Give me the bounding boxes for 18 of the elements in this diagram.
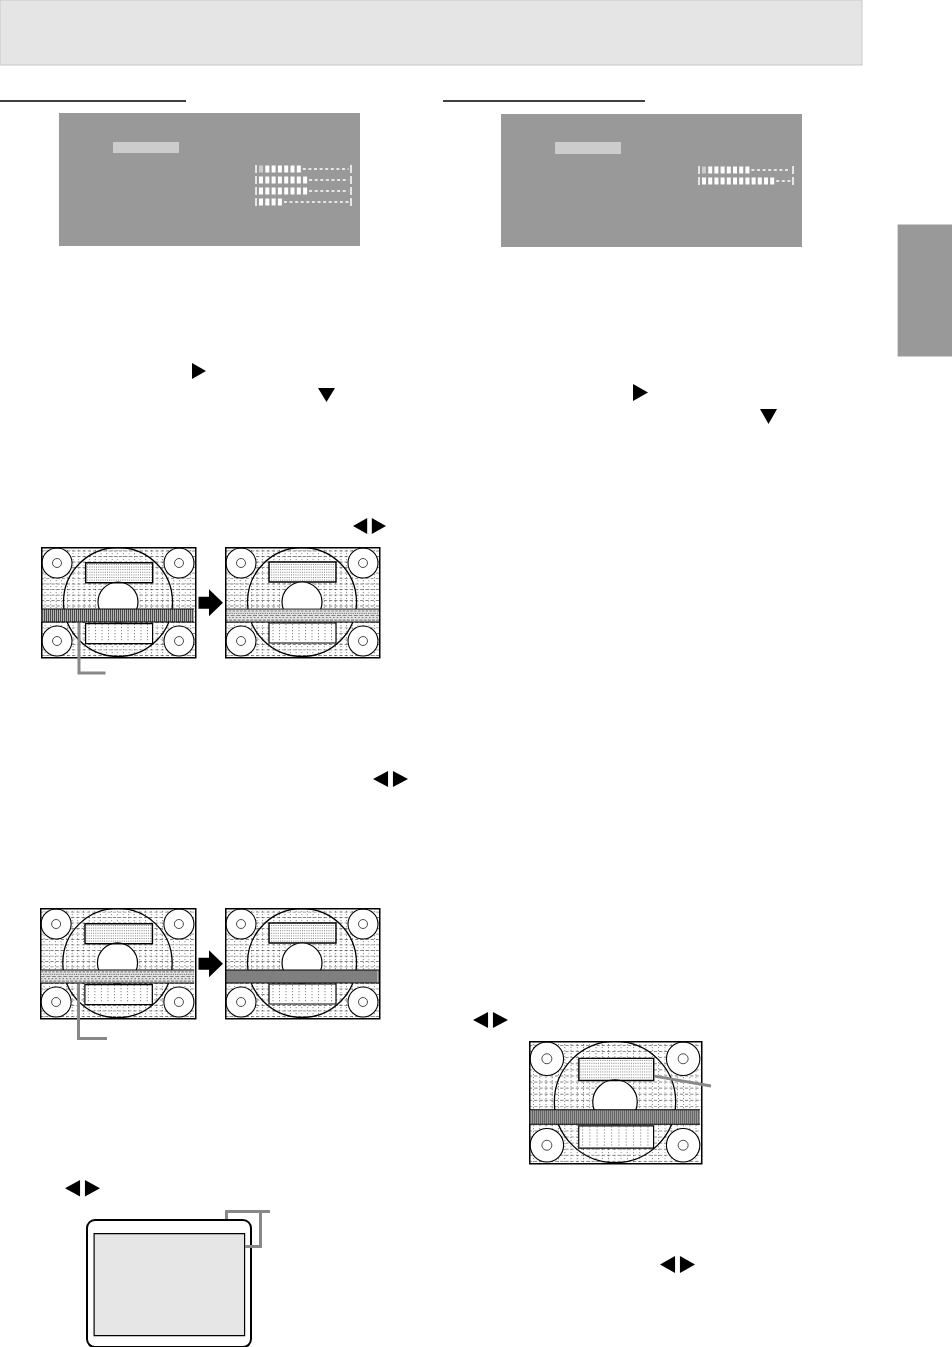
test-pattern <box>225 908 381 1020</box>
pattern-rectangle <box>84 984 153 1006</box>
leader-line <box>245 1210 270 1248</box>
pattern-rectangle <box>85 623 154 645</box>
screen-area <box>93 1233 246 1337</box>
leader-line <box>77 622 106 675</box>
striped-band <box>41 608 195 623</box>
leader-line <box>77 983 107 1040</box>
striped-band <box>529 1109 701 1125</box>
test-pattern <box>225 547 381 659</box>
pattern-rectangle <box>84 923 154 945</box>
leader-line <box>654 1074 712 1088</box>
noise-band <box>40 969 195 984</box>
pattern-rectangle <box>85 562 154 584</box>
side-tab <box>897 224 952 357</box>
monitor-frame <box>86 1219 252 1347</box>
pattern-rectangle <box>578 1125 655 1149</box>
pattern-rectangle <box>578 1057 655 1082</box>
